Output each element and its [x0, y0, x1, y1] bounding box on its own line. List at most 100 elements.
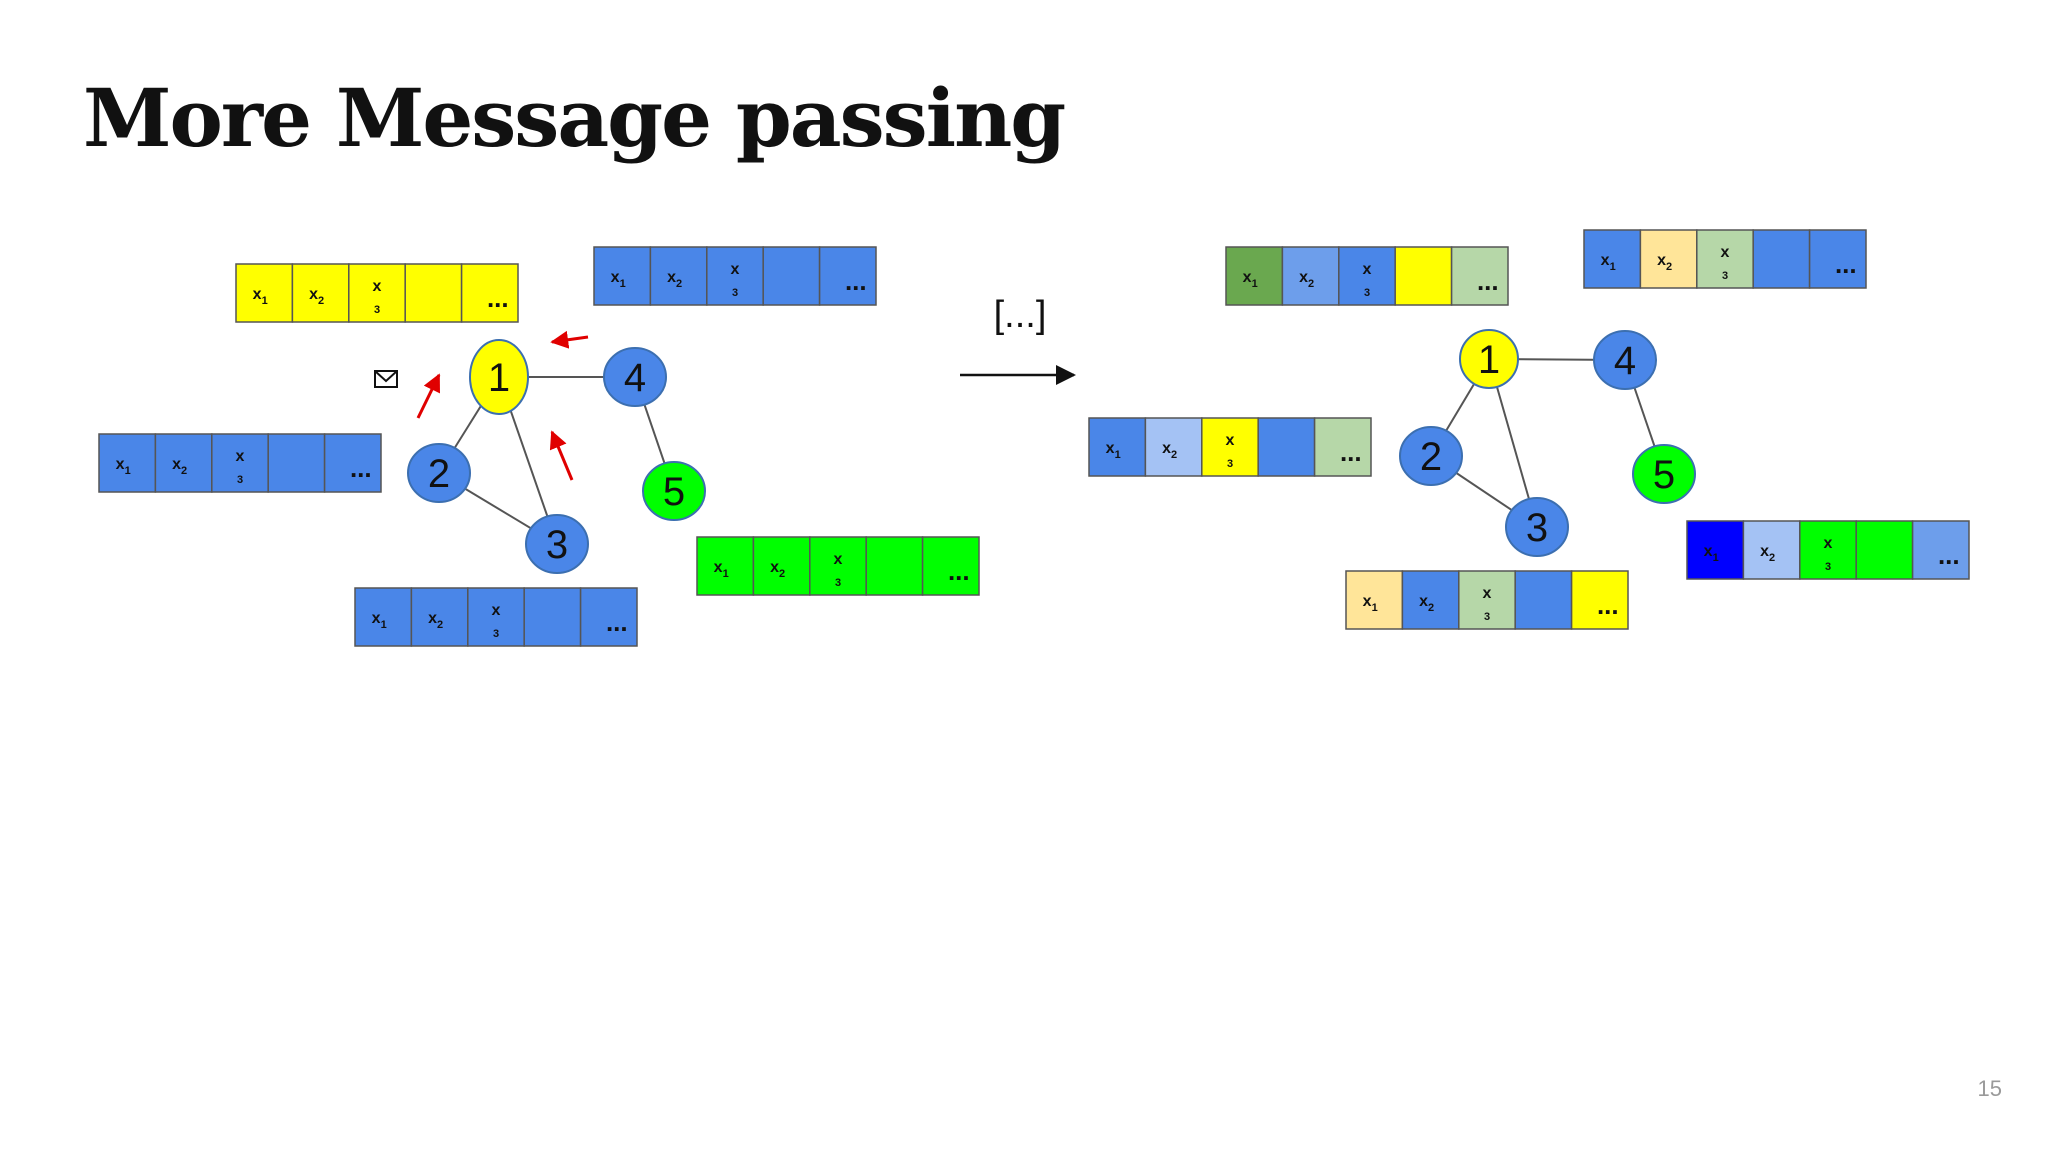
cell-label-more: ... [1477, 266, 1499, 296]
envelope-icon [374, 370, 398, 388]
vector-cell [410, 587, 469, 647]
cell-label-more: ... [948, 556, 970, 586]
cell-label-x3-subscript: 3 [237, 474, 243, 486]
vector-cell [649, 246, 708, 306]
cell-label-more: ... [350, 453, 372, 483]
cell-label-x3: x [1226, 432, 1235, 449]
after-node-label: 3 [1526, 506, 1548, 550]
cell-label-x3-subscript: 3 [732, 287, 738, 299]
cell-label-x3-subscript: 3 [1825, 561, 1831, 573]
page-number: 15 [1977, 1076, 2002, 1101]
cell-label-more: ... [1597, 590, 1619, 620]
before-node-label: 1 [488, 356, 510, 400]
message-arrow [550, 330, 589, 349]
vector-cell [154, 433, 213, 493]
cell-label-x3-subscript: 3 [374, 304, 380, 316]
before-node-5: 5 [642, 461, 706, 521]
message-arrow [416, 373, 441, 419]
vector-cell [267, 433, 326, 493]
vector-cell [211, 433, 269, 493]
cell-label-x3: x [1363, 261, 1372, 278]
before-node-2: 2 [407, 443, 471, 503]
vector-cell [1401, 570, 1460, 630]
cell-label-x3: x [1483, 585, 1492, 602]
vector-cell [1088, 417, 1147, 477]
vector-cell [1345, 570, 1404, 630]
slide-title: More Message passing [83, 71, 1066, 165]
after-node-2: 2 [1399, 426, 1463, 486]
vector-cell [1808, 229, 1867, 289]
vector-cell [1514, 570, 1573, 630]
vector-cell [818, 246, 877, 306]
vector-cell [1450, 246, 1509, 306]
vector-cell [1458, 570, 1516, 630]
vector-cell [1583, 229, 1642, 289]
vector-cell [1144, 417, 1203, 477]
vector-cell [1696, 229, 1754, 289]
message-arrow [549, 430, 574, 481]
cell-label-x3: x [373, 278, 382, 295]
before-node-label: 5 [663, 470, 685, 514]
vector-cell [1313, 417, 1372, 477]
vector-cell [1570, 570, 1629, 630]
vector-cell [467, 587, 525, 647]
cell-label-x3-subscript: 3 [1722, 270, 1728, 282]
vector-cell [235, 263, 294, 323]
cell-label-more: ... [1340, 437, 1362, 467]
after-node-1: 1 [1459, 329, 1519, 389]
after-node-5: 5 [1632, 444, 1696, 504]
vector-cell [1281, 246, 1340, 306]
vector-cell [1686, 520, 1745, 580]
vector-cell [460, 263, 519, 323]
vector-cell [1225, 246, 1284, 306]
vector-cell [696, 536, 755, 596]
vector-cell [523, 587, 582, 647]
vector-cell [1394, 246, 1453, 306]
cell-label-x3-subscript: 3 [1364, 287, 1370, 299]
before-node-label: 2 [428, 452, 450, 496]
cell-label-more: ... [606, 607, 628, 637]
after-node-label: 4 [1614, 339, 1636, 383]
iteration-ellipsis-label: [...] [994, 294, 1047, 336]
before-node-1: 1 [469, 339, 529, 415]
vector-cell [1201, 417, 1259, 477]
vector-cell [1855, 520, 1914, 580]
cell-label-x3: x [1721, 244, 1730, 261]
cell-label-more: ... [1835, 249, 1857, 279]
cell-label-x3: x [834, 551, 843, 568]
before-node-label: 3 [546, 523, 568, 567]
vector-cell [579, 587, 638, 647]
vector-cell [404, 263, 463, 323]
vector-cell [1639, 229, 1698, 289]
vector-cell [762, 246, 821, 306]
cell-label-x3: x [1824, 535, 1833, 552]
vector-cell [593, 246, 652, 306]
cell-label-x3: x [236, 448, 245, 465]
vector-cell [1257, 417, 1316, 477]
after-node-4: 4 [1593, 330, 1657, 390]
vector-cell [1752, 229, 1811, 289]
before-node-label: 4 [624, 356, 646, 400]
vector-cell [1742, 520, 1801, 580]
cell-label-x3: x [731, 261, 740, 278]
cell-label-x3-subscript: 3 [1227, 458, 1233, 470]
cell-label-more: ... [487, 283, 509, 313]
vector-cell [323, 433, 382, 493]
after-node-label: 2 [1420, 435, 1442, 479]
vector-cell [865, 536, 924, 596]
after-node-label: 5 [1653, 453, 1675, 497]
vector-cell [1911, 520, 1970, 580]
vector-cell [921, 536, 980, 596]
cell-label-more: ... [845, 266, 867, 296]
vector-cell [809, 536, 867, 596]
